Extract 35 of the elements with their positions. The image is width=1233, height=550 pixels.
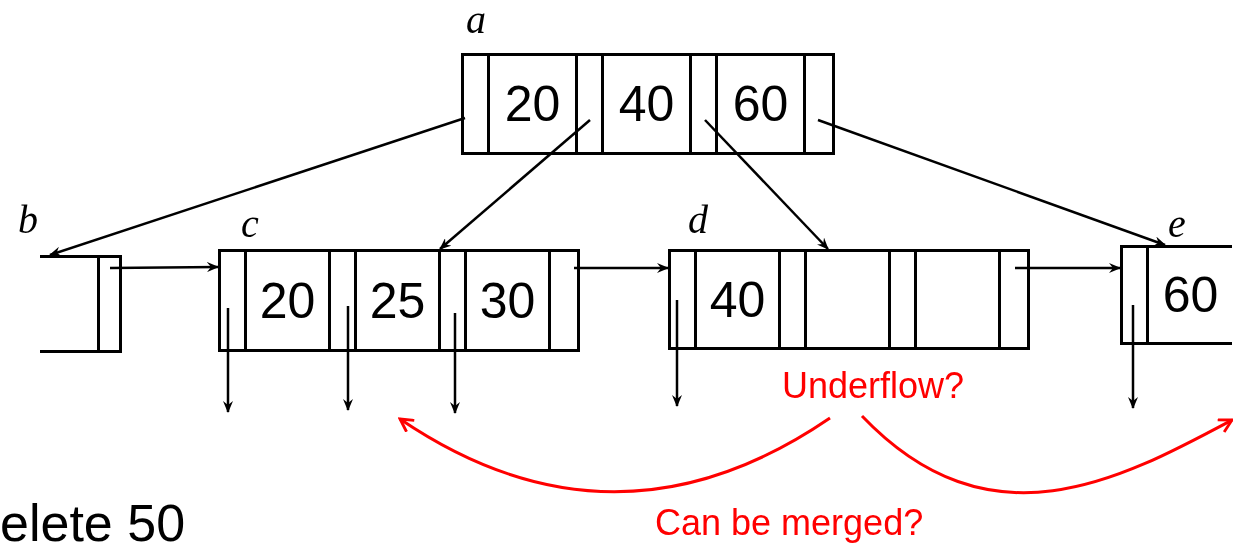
arrow	[223, 308, 233, 413]
key-value: 20	[259, 275, 316, 326]
node-letter: d	[688, 200, 708, 240]
tree-node	[461, 53, 835, 155]
arrow	[1128, 305, 1138, 409]
key-value: 30	[479, 275, 536, 326]
key-value: 40	[618, 79, 675, 129]
arrow	[49, 116, 466, 257]
arrow	[450, 313, 460, 414]
curved-arrow	[398, 416, 831, 494]
arrow	[1015, 263, 1121, 273]
arrow	[110, 262, 219, 273]
tree-node	[1120, 245, 1232, 345]
node-letter: a	[466, 0, 486, 40]
key-value: 20	[504, 79, 561, 129]
node-letter: c	[241, 204, 259, 244]
key-value: 25	[369, 275, 426, 326]
heading-text: elete 50	[0, 497, 186, 549]
arrow	[574, 263, 669, 273]
tree-node	[40, 255, 122, 353]
arrow	[343, 306, 353, 411]
key-value: 40	[709, 274, 766, 325]
key-value: 60	[732, 79, 789, 129]
arrow	[704, 119, 829, 250]
arrow	[672, 300, 682, 407]
node-letter: e	[1168, 204, 1186, 244]
tree-node	[218, 249, 580, 352]
arrow	[439, 119, 591, 250]
annotation-text: Can be merged?	[655, 501, 924, 545]
tree-node	[668, 249, 1030, 350]
node-letter: b	[18, 200, 38, 240]
arrow	[817, 118, 1166, 247]
key-value: 60	[1162, 270, 1219, 320]
curved-arrow	[861, 414, 1233, 495]
annotation-text: Underflow?	[748, 362, 998, 410]
